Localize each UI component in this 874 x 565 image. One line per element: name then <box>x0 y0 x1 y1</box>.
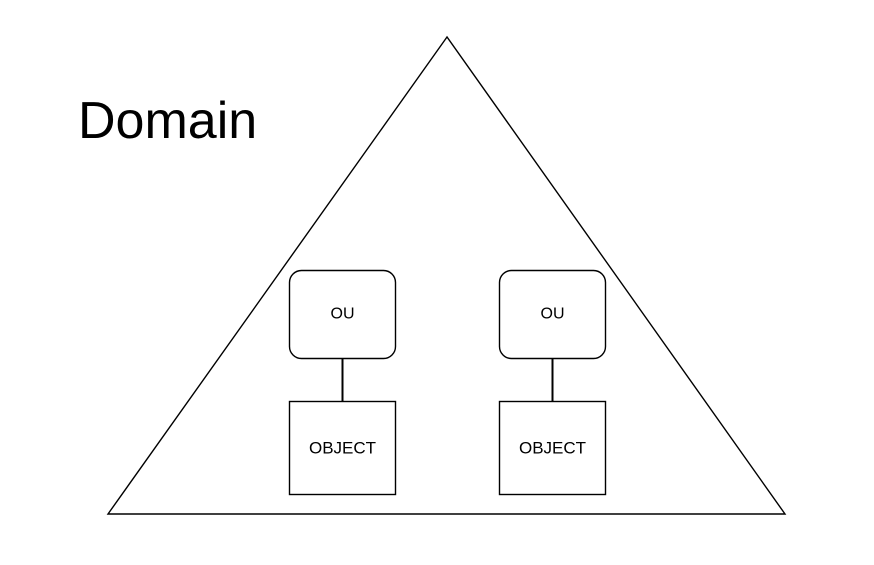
domain-label: Domain <box>78 92 257 150</box>
object-node-right <box>498 400 607 496</box>
object-node-left-label: OBJECT <box>309 439 376 458</box>
domain-triangle <box>106 35 787 515</box>
ou-node-right <box>498 269 607 360</box>
object-node-right-label: OBJECT <box>519 439 586 458</box>
ou-node-right-label: OU <box>541 306 565 323</box>
object-node-left <box>288 400 397 496</box>
ou-node-left-label: OU <box>331 306 355 323</box>
ou-node-left <box>288 269 397 360</box>
